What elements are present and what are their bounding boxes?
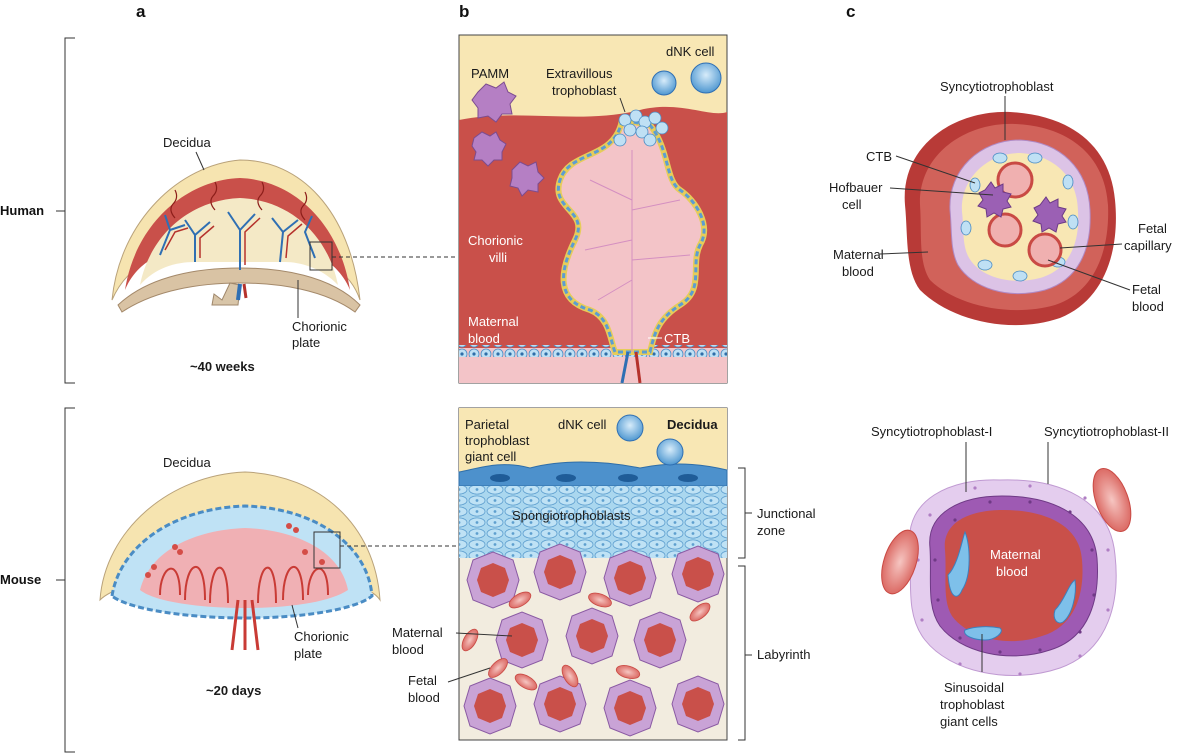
ptgc-label-2: trophoblast [465,433,530,448]
labyrinth-label: Labyrinth [757,647,810,662]
species-label-human: Human [0,203,44,218]
human-dnk-label: dNK cell [666,44,715,59]
c-stgc-label-3: giant cells [940,714,998,729]
c-syn1-label: Syncytiotrophoblast-I [871,424,992,439]
mouse-chorionic-leader [291,604,299,629]
panel-letter-a: a [136,2,146,21]
c-syncytio-label: Syncytiotrophoblast [940,79,1054,94]
villi-label-1: Chorionic [468,233,523,248]
ptgc-label-1: Parietal [465,417,509,432]
c-fetal-blood-label-2: blood [1132,299,1164,314]
mouse-fetal-blood-label-1: Fetal [408,673,437,688]
human-chorionic-plate-label-2: plate [292,335,320,350]
c-human-maternal-label-2: blood [842,264,874,279]
human-bracket [56,37,75,384]
mouse-fetal-leader [447,667,491,683]
c-hofbauer-leader [889,187,994,196]
c-human-maternal-leader [879,251,929,255]
mouse-decidua-layer-label: Decidua [667,417,718,432]
human-decidua-leader [195,151,205,171]
human-placenta-illustration [111,159,361,313]
villi-label-2: villi [489,250,507,265]
c-fetal-capillary-label-2: capillary [1124,238,1172,253]
mouse-maternal-blood-label-2: blood [392,642,424,657]
mouse-fetal-blood-label-2: blood [408,690,440,705]
human-maternal-blood-label-1: Maternal [468,314,519,329]
junctional-zone-bracket [738,467,752,559]
mouse-maternal-leader [455,632,513,637]
mouse-maternal-blood-label-1: Maternal [392,625,443,640]
c-human-maternal-label-1: Maternal [833,247,884,262]
c-hofbauer-label-1: Hofbauer [829,180,883,195]
mouse-layers-illustration [458,407,728,741]
mouse-placenta-illustration [99,471,381,651]
c-mouse-maternal-label-2: blood [996,564,1028,579]
spongio-label: Spongiotrophoblasts [512,508,631,523]
c-hofbauer-label-2: cell [842,197,862,212]
junctional-zone-label-2: zone [757,523,785,538]
c-ctb-leader [895,155,976,184]
pamm-label: PAMM [471,66,509,81]
c-syn2-label: Syncytiotrophoblast-II [1044,424,1169,439]
c-stgc-label-1: Sinusoidal [944,680,1004,695]
mouse-bracket [56,407,75,753]
species-label-mouse: Mouse [0,572,41,587]
junctional-zone-label-1: Junctional [757,506,816,521]
panel-letter-b: b [459,2,469,21]
ptgc-label-3: giant cell [465,449,516,464]
human-villi-illustration [458,34,728,384]
c-fetal-blood-label-1: Fetal [1132,282,1161,297]
evt-label-2: trophoblast [552,83,617,98]
evt-label-1: Extravillous [546,66,613,81]
mouse-chorionic-plate-label-1: Chorionic [294,629,349,644]
evt-leader [619,97,626,113]
human-age-label: ~40 weeks [190,359,255,374]
human-chorionic-plate-label-1: Chorionic [292,319,347,334]
c-fetal-capillary-label-1: Fetal [1138,221,1167,236]
mouse-dnk-label: dNK cell [558,417,607,432]
human-ctb-label: CTB [664,331,690,346]
human-decidua-label: Decidua [163,135,211,150]
c-stgc-label-2: trophoblast [940,697,1005,712]
mouse-sinus-cross-section [881,468,1132,676]
mouse-decidua-label: Decidua [163,455,211,470]
c-fetal-blood-leader [1047,259,1131,291]
human-villus-cross-section [904,111,1116,326]
mouse-chorionic-plate-label-2: plate [294,646,322,661]
labyrinth-bracket [738,565,752,741]
human-maternal-blood-label-2: blood [468,331,500,346]
c-ctb-label: CTB [866,149,892,164]
mouse-age-label: ~20 days [206,683,261,698]
c-fetal-capillary-leader [1059,243,1123,249]
panel-letter-c: c [846,2,855,21]
c-mouse-maternal-label-1: Maternal [990,547,1041,562]
